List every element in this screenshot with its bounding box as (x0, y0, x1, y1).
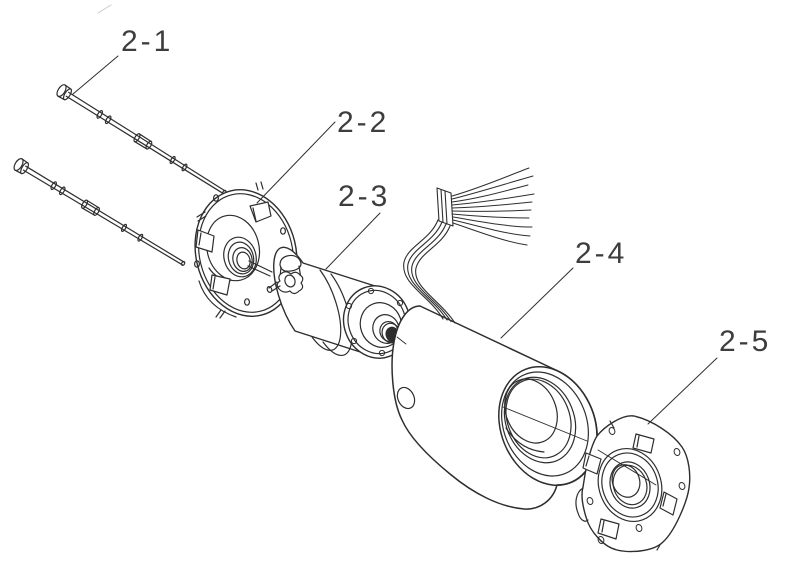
leader-2-4 (500, 267, 574, 339)
flange-bore (223, 236, 257, 278)
rear-flange-holes (586, 426, 686, 545)
leader-2-1 (72, 55, 119, 95)
leader-2-2 (256, 121, 336, 204)
bolt-lower (13, 158, 186, 266)
rear-flange-bore (609, 461, 651, 509)
callout-label-2-4: 2-4 (575, 237, 628, 270)
callout-leader-lines (72, 55, 718, 425)
callout-label-2-1: 2-1 (121, 25, 174, 58)
housing-open-rim (498, 366, 598, 486)
flange-pin (247, 260, 273, 277)
part-2-2-front-flange (194, 181, 298, 319)
center-axis-line (396, 336, 657, 486)
part-2-5-rear-flange (575, 415, 691, 553)
callout-label-2-3: 2-3 (338, 180, 391, 213)
cable-harness (403, 167, 535, 324)
flange-thickness-edge (198, 280, 237, 318)
leader-2-3 (325, 212, 381, 270)
plate-thickness-edge (575, 487, 589, 522)
wire-fan (451, 167, 535, 246)
callout-label-2-5: 2-5 (719, 325, 772, 358)
part-coupling (266, 254, 304, 295)
leader-2-5 (647, 357, 718, 425)
housing-body (391, 305, 598, 510)
bolt-upper (56, 84, 227, 195)
flange-rim-hole (213, 194, 220, 202)
callout-label-2-2: 2-2 (337, 106, 390, 139)
bore-shadow-line (505, 427, 545, 453)
flange-rim-hole (280, 227, 287, 235)
rear-flange-pads (582, 433, 678, 540)
housing-side-hole (396, 386, 416, 410)
flange-rim-hole (244, 298, 251, 306)
cable-bundle (403, 219, 444, 320)
part-2-4-housing (391, 305, 598, 510)
part-2-1-bolts (13, 84, 227, 266)
flange-rim-hole (194, 260, 201, 268)
stray-mark (97, 4, 112, 14)
